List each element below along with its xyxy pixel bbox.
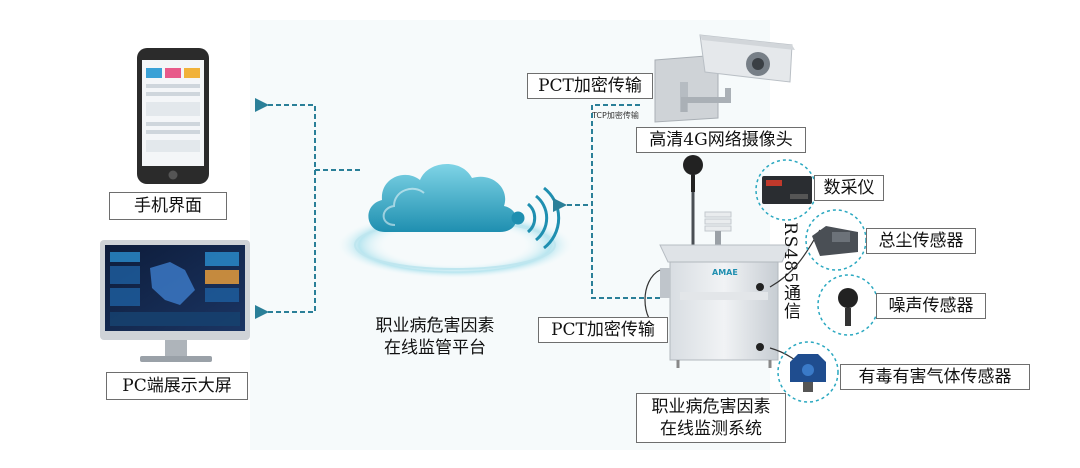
label-camera: 高清4G网络摄像头 bbox=[636, 127, 806, 153]
connector-devices-to-cloud bbox=[553, 104, 660, 299]
cloud-icon bbox=[335, 163, 575, 279]
monitor-icon bbox=[100, 240, 250, 362]
cabinet-brand: AMAE bbox=[712, 268, 738, 277]
label-noise-sensor: 噪声传感器 bbox=[876, 293, 986, 319]
label-platform-line1: 职业病危害因素 bbox=[375, 316, 495, 336]
label-system-line2: 在线监测系统 bbox=[660, 419, 762, 439]
connector-cloud-to-displays bbox=[255, 98, 360, 319]
label-system-line1: 职业病危害因素 bbox=[651, 397, 771, 417]
label-pct-encrypted-top: PCT加密传输 bbox=[527, 73, 653, 99]
label-daq: 数采仪 bbox=[814, 175, 884, 201]
camera-icon bbox=[654, 34, 795, 123]
label-pc-screen: PC端展示大屏 bbox=[106, 372, 248, 400]
label-rs485: RS485通信 bbox=[780, 222, 800, 320]
label-pct-encrypted-mid: PCT加密传输 bbox=[538, 317, 668, 343]
gas-sensor-icon bbox=[777, 341, 839, 403]
cabinet-icon bbox=[644, 155, 821, 373]
signal-icon bbox=[511, 186, 561, 250]
noise-sensor-icon bbox=[817, 274, 879, 336]
label-platform-line2: 在线监管平台 bbox=[384, 338, 486, 358]
label-platform: 职业病危害因素 在线监管平台 bbox=[355, 315, 515, 359]
label-mobile-ui: 手机界面 bbox=[109, 192, 227, 220]
label-system: 职业病危害因素 在线监测系统 bbox=[636, 393, 786, 443]
smartphone-icon bbox=[137, 48, 209, 184]
label-gas-sensor: 有毒有害气体传感器 bbox=[840, 364, 1030, 390]
label-tcp-encrypted: TCP加密传输 bbox=[592, 111, 639, 120]
dust-sensor-icon bbox=[805, 209, 867, 271]
label-dust-sensor: 总尘传感器 bbox=[866, 228, 976, 254]
